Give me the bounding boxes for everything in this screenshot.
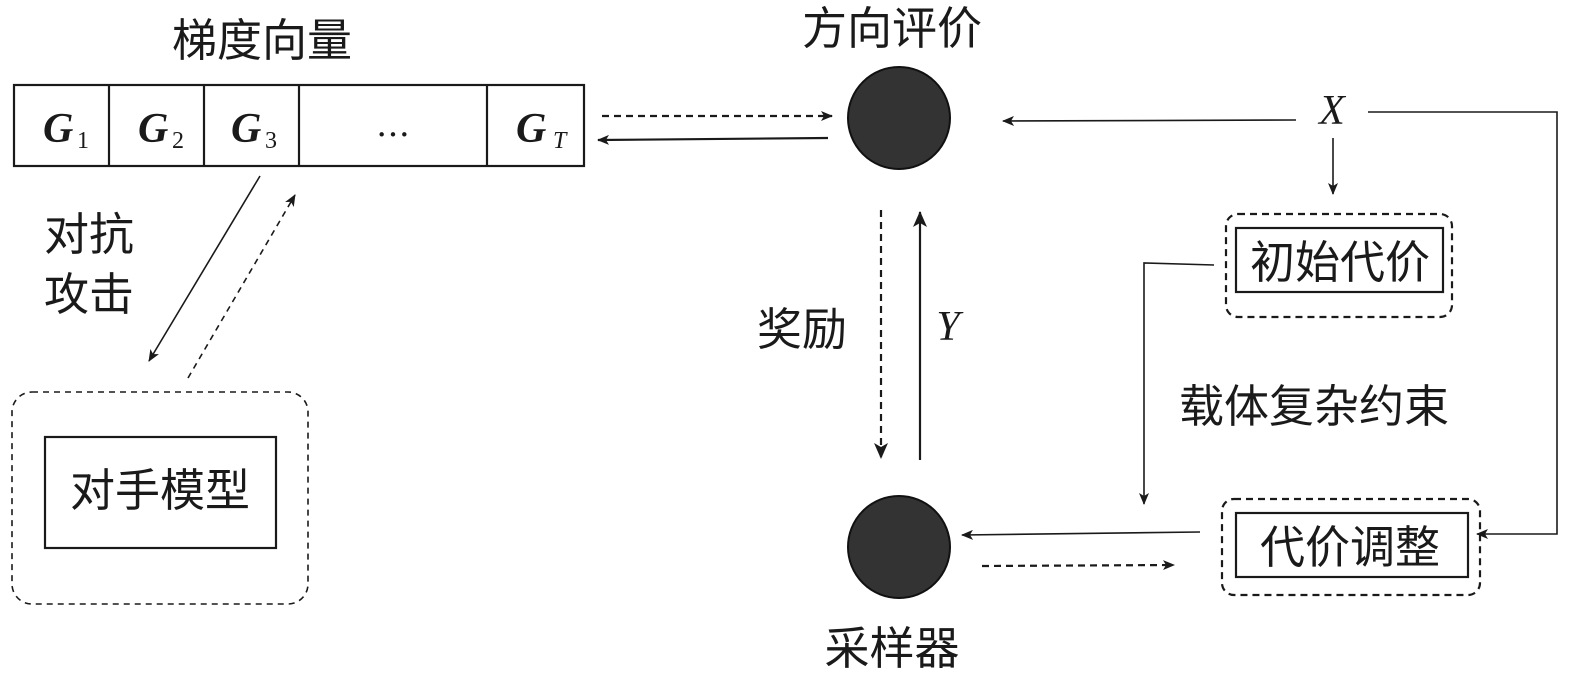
sampler-label: 采样器 (824, 622, 959, 675)
opponent-model-label: 对手模型 (70, 464, 250, 517)
gradient-symbol: G (138, 106, 168, 152)
direction-eval-label: 方向评价 (802, 2, 982, 55)
direction-eval-node (847, 66, 951, 170)
reward-label: 奖励 (757, 303, 847, 356)
opponent-model-group: 对手模型 (11, 391, 309, 605)
carrier-constraint-label: 载体复杂约束 (1179, 380, 1449, 433)
gradient-vector-title: 梯度向量 (172, 14, 352, 67)
gradient-symbol: G (516, 106, 546, 152)
opponent-model-box (43, 435, 278, 550)
initial-cost-box (1234, 226, 1445, 294)
cost-adjust-label: 代价调整 (1260, 521, 1440, 574)
cost-adjust-group: 代价调整 (1220, 497, 1482, 597)
gradient-cell-3: G 3 (231, 106, 277, 154)
gradient-subscript: 3 (265, 128, 277, 154)
initial-cost-group: 初始代价 (1224, 212, 1454, 319)
feedback-arrow-dashed (187, 194, 296, 379)
attack-arrow (148, 175, 261, 362)
gradient-symbol: G (231, 106, 261, 152)
gradient-cell-1: G 1 (43, 106, 89, 154)
y-variable-label: Y (936, 304, 964, 350)
gradient-subscript: 1 (77, 128, 89, 154)
gradient-cell-t: G T (516, 106, 568, 154)
gradient-vector: G 1 G 2 G 3 … G T (12, 83, 586, 168)
x-to-eval-arrow (1002, 115, 1297, 126)
sampler-to-cost-adjust-arrow-dashed (981, 560, 1175, 571)
constraint-arrow (1139, 262, 1215, 505)
gradient-subscript: T (553, 128, 568, 154)
sampler-node (847, 495, 951, 599)
gradient-subscript: 2 (172, 128, 184, 154)
gradient-cell-ellipsis: … (376, 105, 410, 145)
adversarial-attack-label-line2: 攻击 (44, 268, 134, 321)
cost-adjust-to-sampler-arrow (961, 529, 1201, 540)
cost-adjust-box (1234, 511, 1470, 579)
initial-cost-label: 初始代价 (1250, 236, 1430, 289)
adversarial-attack-label-line1: 对抗 (44, 208, 134, 261)
x-variable-label: X (1317, 88, 1347, 134)
gradient-cell-2: G 2 (138, 106, 184, 154)
ellipsis: … (376, 105, 410, 145)
gradient-symbol: G (43, 106, 73, 152)
x-to-cost-adjust-arrow (1368, 111, 1558, 539)
eval-to-gradient-arrow (597, 134, 829, 145)
